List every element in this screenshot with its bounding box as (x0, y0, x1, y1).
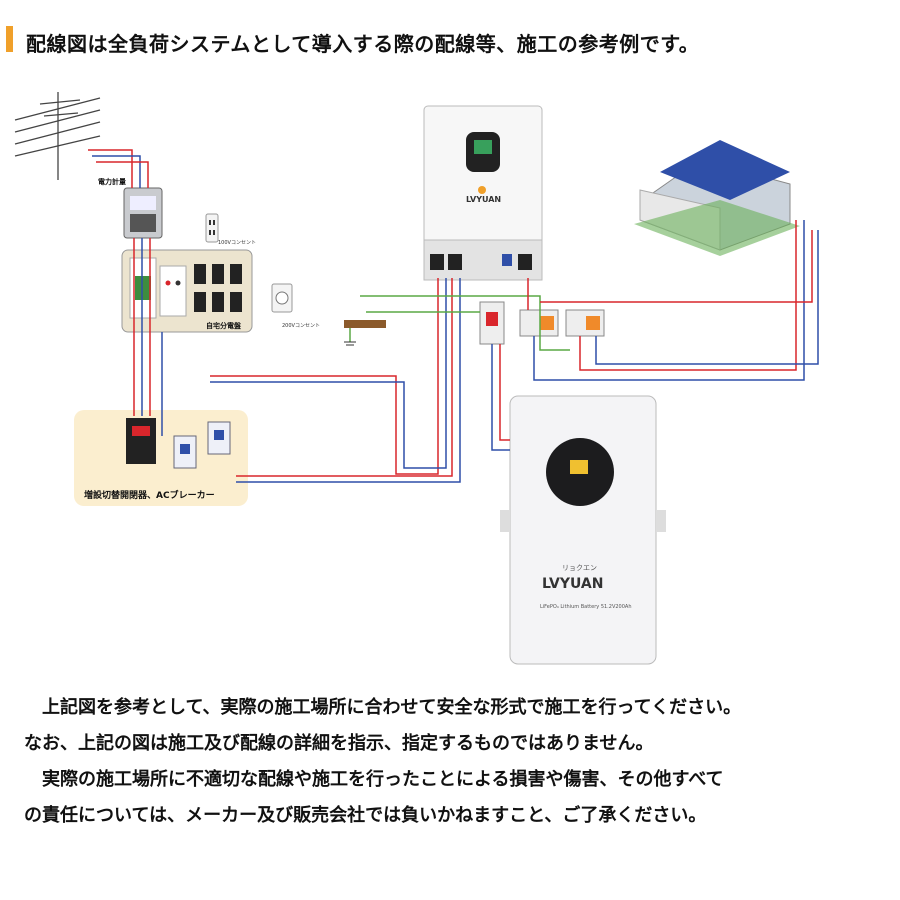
note-line-2: なお、上記の図は施工及び配線の詳細を指示、指定するものではありません。 (24, 733, 654, 754)
outlet-100v-icon (205, 213, 219, 243)
inverter (423, 105, 543, 281)
outlet-200v-label: 200Vコンセント (282, 323, 320, 329)
power-meter (123, 187, 163, 239)
battery (500, 395, 666, 665)
note-line-3: 実際の施工場所に不適切な配線や施工を行ったことによる損害や傷害、その他すべて (24, 769, 724, 790)
inverter-brand: LVYUAN (466, 195, 501, 204)
breaker-area-label: 増設切替開閉器、ACブレーカー (84, 489, 215, 501)
outlet-200v-icon (271, 283, 293, 313)
pv-protector-2 (565, 309, 605, 337)
note-line-1: 上記図を参考として、実際の施工場所に合わせて安全な形式で施工を行ってください。 (24, 697, 742, 718)
note-line-4: の責任については、メーカー及び販売会社では負いかねますこと、ご了承ください。 (24, 805, 707, 826)
battery-spec: LiFePO₄ Lithium Battery 51.2V200Ah (540, 604, 632, 610)
battery-brand: LVYUAN (542, 576, 603, 592)
house-solar-icon (634, 140, 800, 256)
wiring (88, 149, 819, 483)
pv-protector-1 (519, 309, 559, 337)
dc-breaker (479, 301, 505, 345)
changeover-switch (126, 418, 156, 464)
wiring-diagram: 電力計量 自宅分電盤 100Vコンセント 200Vコンセント (14, 92, 819, 665)
battery-kana: リョクエン (562, 564, 597, 572)
meter-label: 電力計量 (98, 177, 126, 186)
ac-breaker-1 (173, 435, 197, 469)
panel-label: 自宅分電盤 (206, 321, 242, 330)
breaker-area (74, 410, 248, 506)
ground-bar (344, 320, 386, 346)
utility-pole-icon (14, 92, 101, 180)
title-accent-bar (6, 26, 13, 52)
page-title: 配線図は全負荷システムとして導入する際の配線等、施工の参考例です。 (26, 32, 700, 56)
ac-breaker-2 (207, 421, 231, 455)
outlet-100v-label: 100Vコンセント (218, 240, 256, 246)
